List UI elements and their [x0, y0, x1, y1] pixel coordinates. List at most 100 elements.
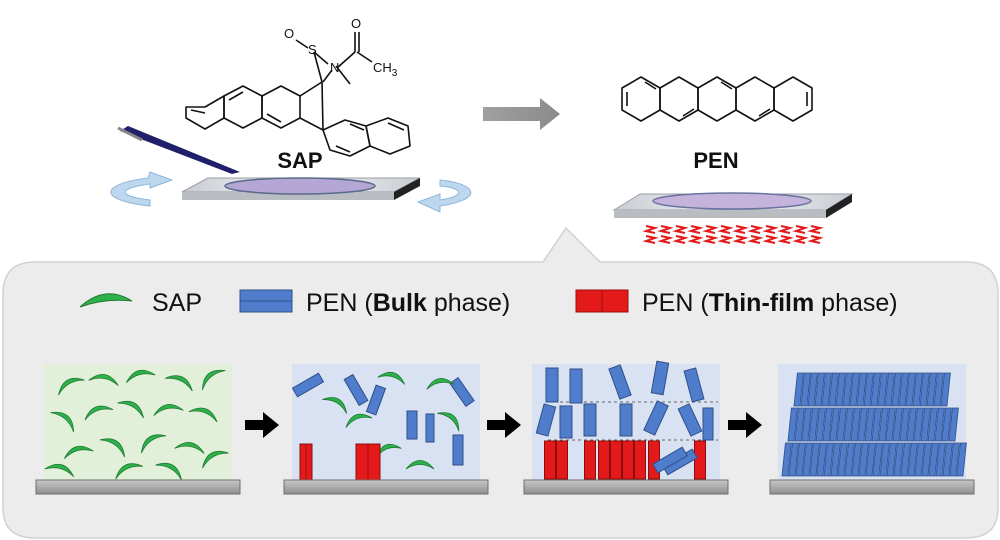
- pen-bulk-molecule: [835, 372, 846, 407]
- pen-bulk-molecule: [608, 364, 632, 400]
- pen-bulk-molecule: [949, 442, 960, 477]
- pen-bulk-molecule: [802, 442, 813, 477]
- pen-bulk-molecule: [877, 372, 888, 407]
- pen-bulk-molecule: [898, 372, 909, 407]
- pen-bulk-molecule: [677, 403, 703, 437]
- heat-zigzag: [642, 235, 659, 244]
- pen-thin-film-molecule: [584, 440, 596, 480]
- sap-oxygen-atom: O: [284, 26, 294, 41]
- pen-bulk-molecule: [702, 407, 714, 441]
- pen-bulk-molecule: [365, 384, 387, 416]
- pen-bulk-molecule: [900, 442, 911, 477]
- pen-bulk-molecule: [795, 442, 806, 477]
- pen-bulk-molecule: [837, 442, 848, 477]
- pen-bulk-molecule: [858, 442, 869, 477]
- sap-substrate: [181, 177, 421, 200]
- sap-crescent: [44, 463, 75, 478]
- pen-bulk-molecule: [899, 407, 910, 442]
- pipette-icon: [117, 126, 240, 174]
- pen-bulk-molecule: [850, 407, 861, 442]
- heat-zigzag: [642, 225, 659, 234]
- pen-bulk-molecule: [650, 360, 670, 396]
- pen-bulk-molecule: [856, 372, 867, 407]
- pen-bulk-molecule: [926, 372, 937, 407]
- pen-bulk-molecule: [793, 372, 804, 407]
- stage-3-transition-film: [523, 360, 729, 495]
- sap-nitrogen-atom: N: [330, 60, 339, 75]
- process-arrow-icon: [728, 412, 762, 438]
- pen-label: PEN: [693, 148, 738, 173]
- pen-bulk-molecule: [809, 442, 820, 477]
- sap-crescent: [141, 434, 167, 454]
- pen-bulk-molecule: [425, 413, 435, 443]
- pen-bulk-molecule: [844, 442, 855, 477]
- heat-icon: [642, 225, 824, 244]
- pen-bulk-molecule: [569, 368, 583, 404]
- heat-zigzag: [657, 225, 674, 234]
- pen-bulk-molecule: [905, 372, 916, 407]
- pen-bulk-molecule: [291, 372, 325, 398]
- heat-zigzag: [807, 225, 824, 234]
- pen-bulk-molecule: [919, 372, 930, 407]
- sap-crescent: [202, 369, 226, 391]
- heat-zigzag: [687, 235, 704, 244]
- heat-zigzag: [717, 225, 734, 234]
- pen-bulk-molecule: [886, 442, 897, 477]
- heat-zigzag: [702, 235, 719, 244]
- pen-bulk-molecule: [864, 407, 875, 442]
- pen-bulk-molecule: [914, 442, 925, 477]
- pen-bulk-molecule: [940, 372, 951, 407]
- heat-zigzag: [717, 235, 734, 244]
- pen-thin-film-molecule: [610, 440, 622, 480]
- heat-zigzag: [762, 225, 779, 234]
- pen-bulk-molecule: [842, 372, 853, 407]
- sap-label: SAP: [277, 148, 322, 173]
- sap-crescent: [345, 413, 373, 428]
- stage-substrate: [283, 479, 489, 495]
- legend-bulk-label: PEN (Bulk phase): [306, 289, 510, 317]
- pen-bulk-molecule: [452, 434, 464, 466]
- pen-thin-film-molecule: [299, 443, 313, 481]
- process-arrow-icon: [483, 98, 560, 130]
- pen-bulk-molecule: [884, 372, 895, 407]
- stage-1-sap-film: [35, 364, 241, 495]
- pen-bulk-molecule: [942, 442, 953, 477]
- pen-bulk-molecule: [863, 372, 874, 407]
- pen-thin-film-molecule: [556, 440, 568, 480]
- pen-bulk-molecule: [808, 407, 819, 442]
- pen-bulk-molecule: [652, 446, 688, 474]
- pen-bulk-molecule: [822, 407, 833, 442]
- pen-bulk-molecule: [406, 410, 418, 440]
- stage-1-background: [44, 364, 232, 480]
- pen-thin-film-molecule: [622, 440, 634, 480]
- stage-4-bulk-film: [769, 364, 975, 495]
- legend-thin-label: PEN (Thin-film phase): [642, 289, 898, 317]
- pen-bulk-molecule: [343, 373, 369, 407]
- pen-bulk-molecule: [836, 407, 847, 442]
- sap-molecule: [185, 32, 411, 157]
- legend: SAP PEN (Bulk phase) PEN (Thin-film phas…: [79, 289, 898, 317]
- pen-molecule: [621, 76, 813, 122]
- pen-bulk-molecule: [828, 372, 839, 407]
- pen-bulk-molecule: [956, 442, 967, 477]
- heat-zigzag: [807, 235, 824, 244]
- pen-bulk-molecule: [843, 407, 854, 442]
- process-arrow-icon: [487, 412, 521, 438]
- pen-bulk-molecule: [921, 442, 932, 477]
- pen-bulk-molecule: [619, 403, 633, 437]
- pen-bulk-molecule: [857, 407, 868, 442]
- heat-zigzag: [687, 225, 704, 234]
- heat-zigzag: [732, 235, 749, 244]
- sap-film: [224, 177, 376, 195]
- pen-bulk-molecule: [643, 400, 669, 436]
- sap-crescent: [188, 407, 218, 423]
- sap-crescent: [115, 463, 144, 480]
- pen-bulk-molecule: [683, 367, 705, 403]
- pen-bulk-molecule: [794, 407, 805, 442]
- sap-crescent: [376, 443, 402, 458]
- pen-thin-film-molecule: [694, 440, 706, 480]
- pen-bulk-molecule: [872, 442, 883, 477]
- pen-bulk-molecule: [801, 407, 812, 442]
- pen-bulk-molecule: [535, 403, 557, 437]
